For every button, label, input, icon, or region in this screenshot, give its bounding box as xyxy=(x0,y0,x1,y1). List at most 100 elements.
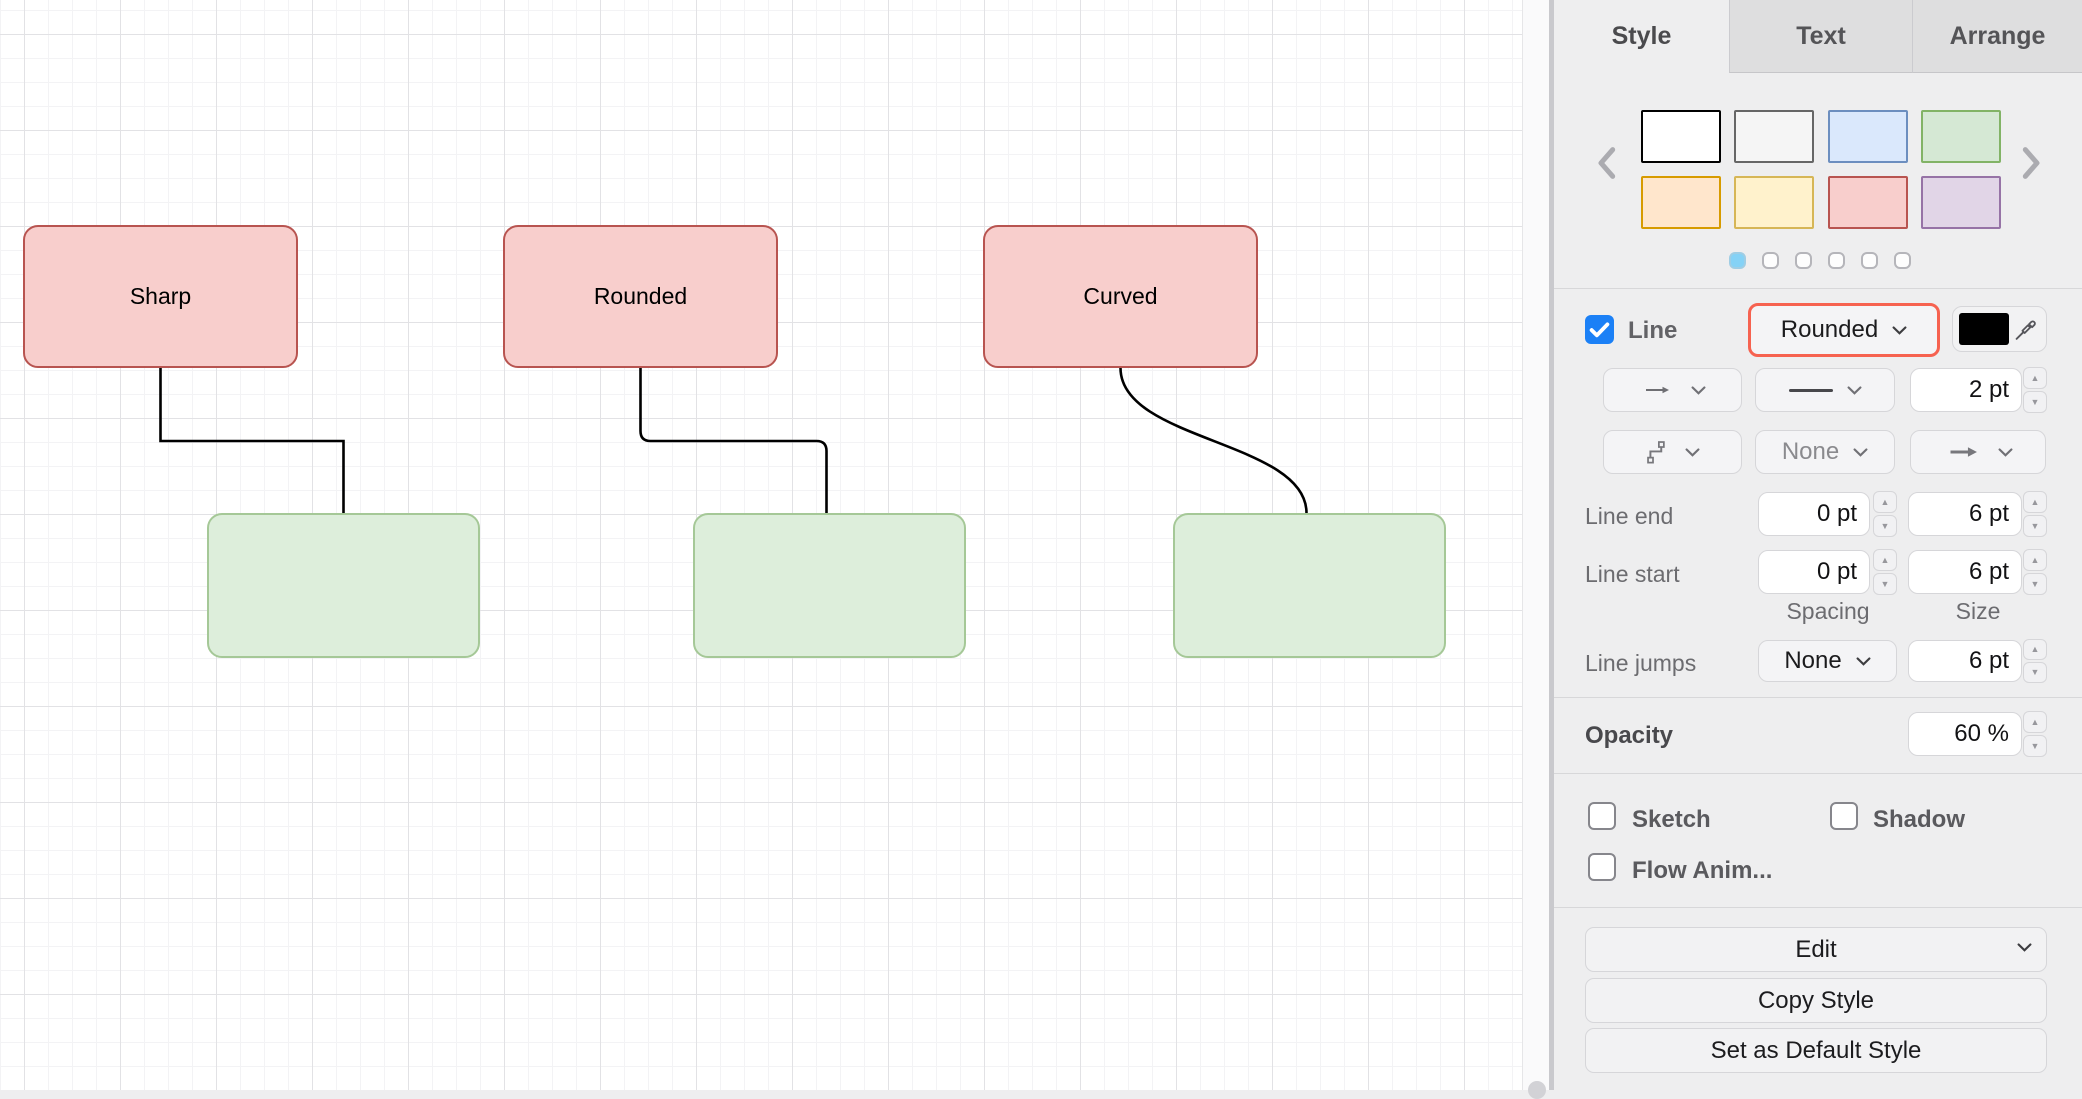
opacity-input[interactable] xyxy=(1908,712,2022,756)
chevron-down-icon xyxy=(1892,325,1907,335)
diagram-canvas[interactable]: Sharp Rounded Curved xyxy=(0,0,1522,1090)
node-curved-target[interactable] xyxy=(1173,513,1446,658)
node-rounded-target[interactable] xyxy=(693,513,966,658)
line-width-input[interactable] xyxy=(1910,368,2022,412)
line-width-stepper: ▲ ▼ xyxy=(2023,367,2047,413)
step-up-button[interactable]: ▲ xyxy=(2023,491,2047,513)
pager-dot-5[interactable] xyxy=(1894,252,1911,269)
sketch-checkbox[interactable] xyxy=(1588,802,1616,830)
line-end-label: Line end xyxy=(1585,503,1674,529)
chevron-down-icon xyxy=(1853,447,1868,457)
style-swatch-7[interactable] xyxy=(1921,176,2001,229)
line-end-size-stepper: ▲ ▼ xyxy=(2023,491,2047,537)
edit-button-label: Edit xyxy=(1795,935,1837,963)
set-default-style-button-label: Set as Default Style xyxy=(1710,1036,1922,1064)
end-arrow-dropdown[interactable] xyxy=(1910,430,2046,474)
solid-line-icon xyxy=(1788,388,1833,392)
style-swatch-3[interactable] xyxy=(1921,110,2001,163)
style-swatch-5[interactable] xyxy=(1734,176,1814,229)
style-swatch-2[interactable] xyxy=(1828,110,1908,163)
line-jumps-size-input[interactable] xyxy=(1908,640,2022,682)
format-panel: Style Text Arrange Line Rounded xyxy=(1554,0,2082,1090)
line-label: Line xyxy=(1628,317,1678,344)
step-down-button[interactable]: ▼ xyxy=(1873,573,1897,595)
style-swatch-0[interactable] xyxy=(1641,110,1721,163)
pager-dot-0[interactable] xyxy=(1729,252,1746,269)
canvas-vertical-scrollbar[interactable] xyxy=(1522,0,1549,1099)
step-down-button[interactable]: ▼ xyxy=(2023,391,2047,413)
step-up-button[interactable]: ▲ xyxy=(1873,491,1897,513)
copy-style-button[interactable]: Copy Style xyxy=(1585,978,2047,1023)
tab-arrange[interactable]: Arrange xyxy=(1912,0,2082,73)
edge-rounded[interactable] xyxy=(639,368,828,513)
edit-button[interactable]: Edit xyxy=(1585,927,2047,972)
flow-animation-label: Flow Anim... xyxy=(1632,857,1773,884)
chevron-down-icon xyxy=(2017,943,2032,952)
line-end-size-input[interactable] xyxy=(1908,492,2022,536)
step-down-button[interactable]: ▼ xyxy=(1873,515,1897,537)
pager-dot-4[interactable] xyxy=(1861,252,1878,269)
line-color-button[interactable] xyxy=(1952,306,2047,352)
line-jumps-size-stepper: ▲ ▼ xyxy=(2023,639,2047,683)
pager-dot-3[interactable] xyxy=(1828,252,1845,269)
line-start-size-input[interactable] xyxy=(1908,550,2022,594)
step-down-button[interactable]: ▼ xyxy=(2023,573,2047,595)
arrow-line-icon xyxy=(1646,386,1669,394)
swatch-next-icon[interactable] xyxy=(2022,146,2042,180)
chevron-down-icon xyxy=(1691,385,1706,395)
step-down-button[interactable]: ▼ xyxy=(2023,662,2047,683)
step-down-button[interactable]: ▼ xyxy=(2023,515,2047,537)
opacity-label: Opacity xyxy=(1585,722,1674,749)
node-curved-label: Curved xyxy=(1083,283,1158,309)
copy-style-button-label: Copy Style xyxy=(1757,986,1875,1014)
step-up-button[interactable]: ▲ xyxy=(2023,639,2047,660)
edges-layer xyxy=(159,367,1308,514)
pager-dot-1[interactable] xyxy=(1762,252,1779,269)
step-up-button[interactable]: ▲ xyxy=(2023,711,2047,733)
style-swatch-6[interactable] xyxy=(1828,176,1908,229)
line-color-swatch xyxy=(1959,313,2010,345)
line-checkbox[interactable] xyxy=(1585,315,1614,344)
chevron-down-icon xyxy=(1998,447,2012,457)
line-end-spacing-stepper: ▲ ▼ xyxy=(1873,491,1897,537)
node-sharp-label: Sharp xyxy=(129,283,192,309)
tab-style[interactable]: Style xyxy=(1554,0,1729,73)
check-icon xyxy=(1589,322,1610,338)
chevron-down-icon xyxy=(1856,656,1871,666)
shadow-checkbox[interactable] xyxy=(1830,802,1858,830)
line-jumps-label: Line jumps xyxy=(1585,650,1697,676)
flow-animation-checkbox[interactable] xyxy=(1588,853,1616,881)
arrowhead-icon xyxy=(1950,447,1977,457)
fill-dropdown[interactable]: None xyxy=(1755,430,1895,474)
shadow-label: Shadow xyxy=(1873,806,1966,833)
size-column-label: Size xyxy=(1955,598,2001,624)
swatch-prev-icon[interactable] xyxy=(1596,146,1616,180)
line-start-spacing-stepper: ▲ ▼ xyxy=(1873,549,1897,595)
step-up-button[interactable]: ▲ xyxy=(2023,367,2047,389)
line-jumps-dropdown[interactable]: None xyxy=(1758,640,1897,682)
chevron-down-icon xyxy=(1847,385,1861,395)
edge-sharp[interactable] xyxy=(159,368,345,513)
style-swatch-1[interactable] xyxy=(1734,110,1814,163)
step-up-button[interactable]: ▲ xyxy=(2023,549,2047,571)
line-style-dropdown[interactable]: Rounded xyxy=(1748,303,1940,357)
line-pattern-dropdown[interactable] xyxy=(1755,368,1895,412)
node-curved[interactable]: Curved xyxy=(983,225,1258,368)
pager-dot-2[interactable] xyxy=(1795,252,1812,269)
node-sharp[interactable]: Sharp xyxy=(23,225,298,368)
line-end-spacing-input[interactable] xyxy=(1758,492,1870,536)
edge-curved[interactable] xyxy=(1119,367,1308,514)
waypoints-dropdown[interactable] xyxy=(1603,430,1742,474)
set-default-style-button[interactable]: Set as Default Style xyxy=(1585,1028,2047,1073)
node-sharp-target[interactable] xyxy=(207,513,480,658)
style-swatch-4[interactable] xyxy=(1641,176,1721,229)
line-jumps-value: None xyxy=(1784,647,1842,674)
scrollbar-nub[interactable] xyxy=(1528,1081,1546,1099)
connection-dropdown[interactable] xyxy=(1603,368,1742,412)
eyedropper-icon xyxy=(2015,320,2036,340)
line-start-spacing-input[interactable] xyxy=(1758,550,1870,594)
step-up-button[interactable]: ▲ xyxy=(1873,549,1897,571)
tab-text[interactable]: Text xyxy=(1729,0,1912,73)
step-down-button[interactable]: ▼ xyxy=(2023,735,2047,757)
node-rounded[interactable]: Rounded xyxy=(503,225,778,368)
